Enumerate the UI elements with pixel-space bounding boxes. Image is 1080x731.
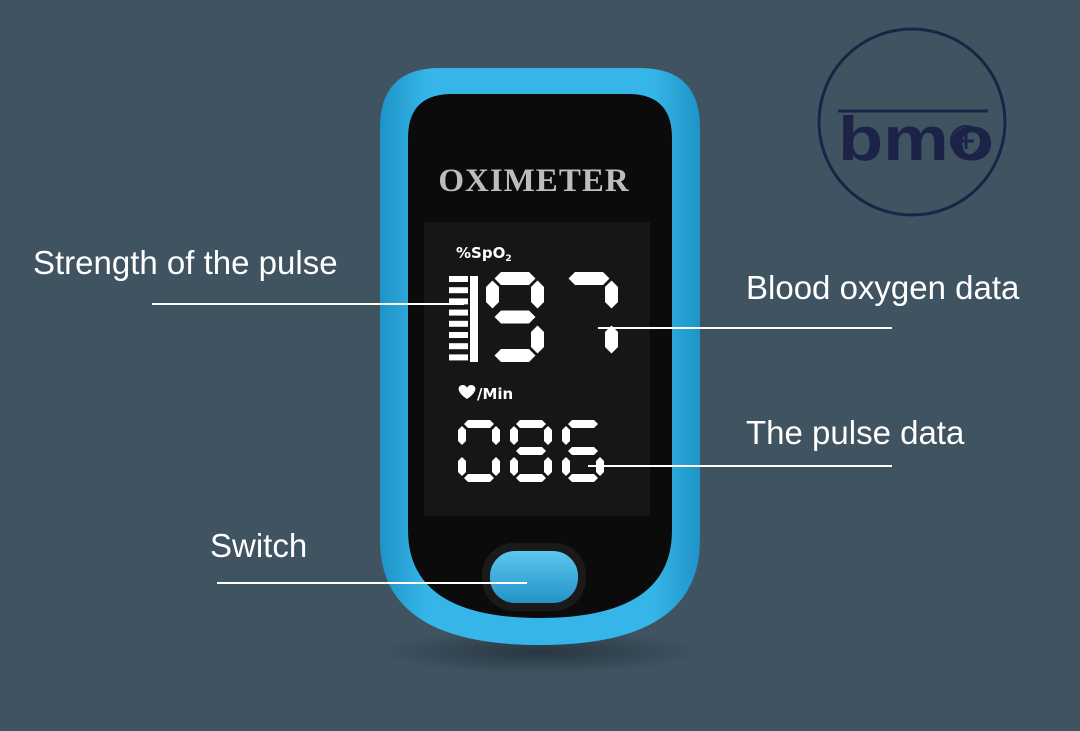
strength-bar bbox=[449, 320, 468, 327]
callout-switch-label: Switch bbox=[210, 527, 308, 564]
spo2-value-display bbox=[486, 272, 618, 362]
strength-bar bbox=[449, 309, 468, 316]
bmo-logo: bmo bbox=[817, 27, 1007, 217]
strength-bar-spine bbox=[470, 276, 478, 362]
digit-7 bbox=[568, 272, 618, 354]
logo-plus-ring bbox=[950, 125, 982, 157]
strength-bar bbox=[449, 354, 468, 361]
spo2-subscript: 2 bbox=[505, 254, 511, 264]
callout-strength-line bbox=[152, 303, 464, 305]
switch-button[interactable] bbox=[490, 551, 578, 603]
lcd-display bbox=[424, 222, 650, 516]
device-shadow bbox=[380, 630, 700, 674]
callout-strength-label: Strength of the pulse bbox=[33, 244, 338, 281]
strength-bar bbox=[449, 287, 468, 294]
strength-bar bbox=[449, 298, 468, 305]
digit-6 bbox=[562, 420, 604, 482]
strength-bar bbox=[449, 343, 468, 350]
brand-text: OXIMETER bbox=[438, 163, 630, 199]
heart-icon bbox=[458, 385, 476, 399]
callout-pulse-line bbox=[588, 465, 892, 467]
callout-oxygen-label: Blood oxygen data bbox=[746, 269, 1020, 306]
pulse-strength-bar-graph bbox=[449, 276, 478, 362]
spo2-label-text: %SpO bbox=[456, 244, 505, 262]
strength-bar bbox=[449, 276, 468, 282]
digit-0 bbox=[458, 420, 500, 482]
plus-icon bbox=[958, 133, 974, 149]
strength-bar bbox=[449, 332, 468, 338]
pulse-unit-label: /Min bbox=[477, 385, 513, 403]
logo-circle bbox=[817, 27, 1007, 217]
digit-9 bbox=[486, 272, 544, 362]
callout-switch-line bbox=[217, 582, 527, 584]
pulse-value-display bbox=[458, 420, 604, 482]
digit-8 bbox=[510, 420, 552, 482]
callout-pulse-label: The pulse data bbox=[746, 414, 965, 451]
spo2-label: %SpO2 bbox=[456, 244, 512, 264]
callout-oxygen-line bbox=[598, 327, 892, 329]
